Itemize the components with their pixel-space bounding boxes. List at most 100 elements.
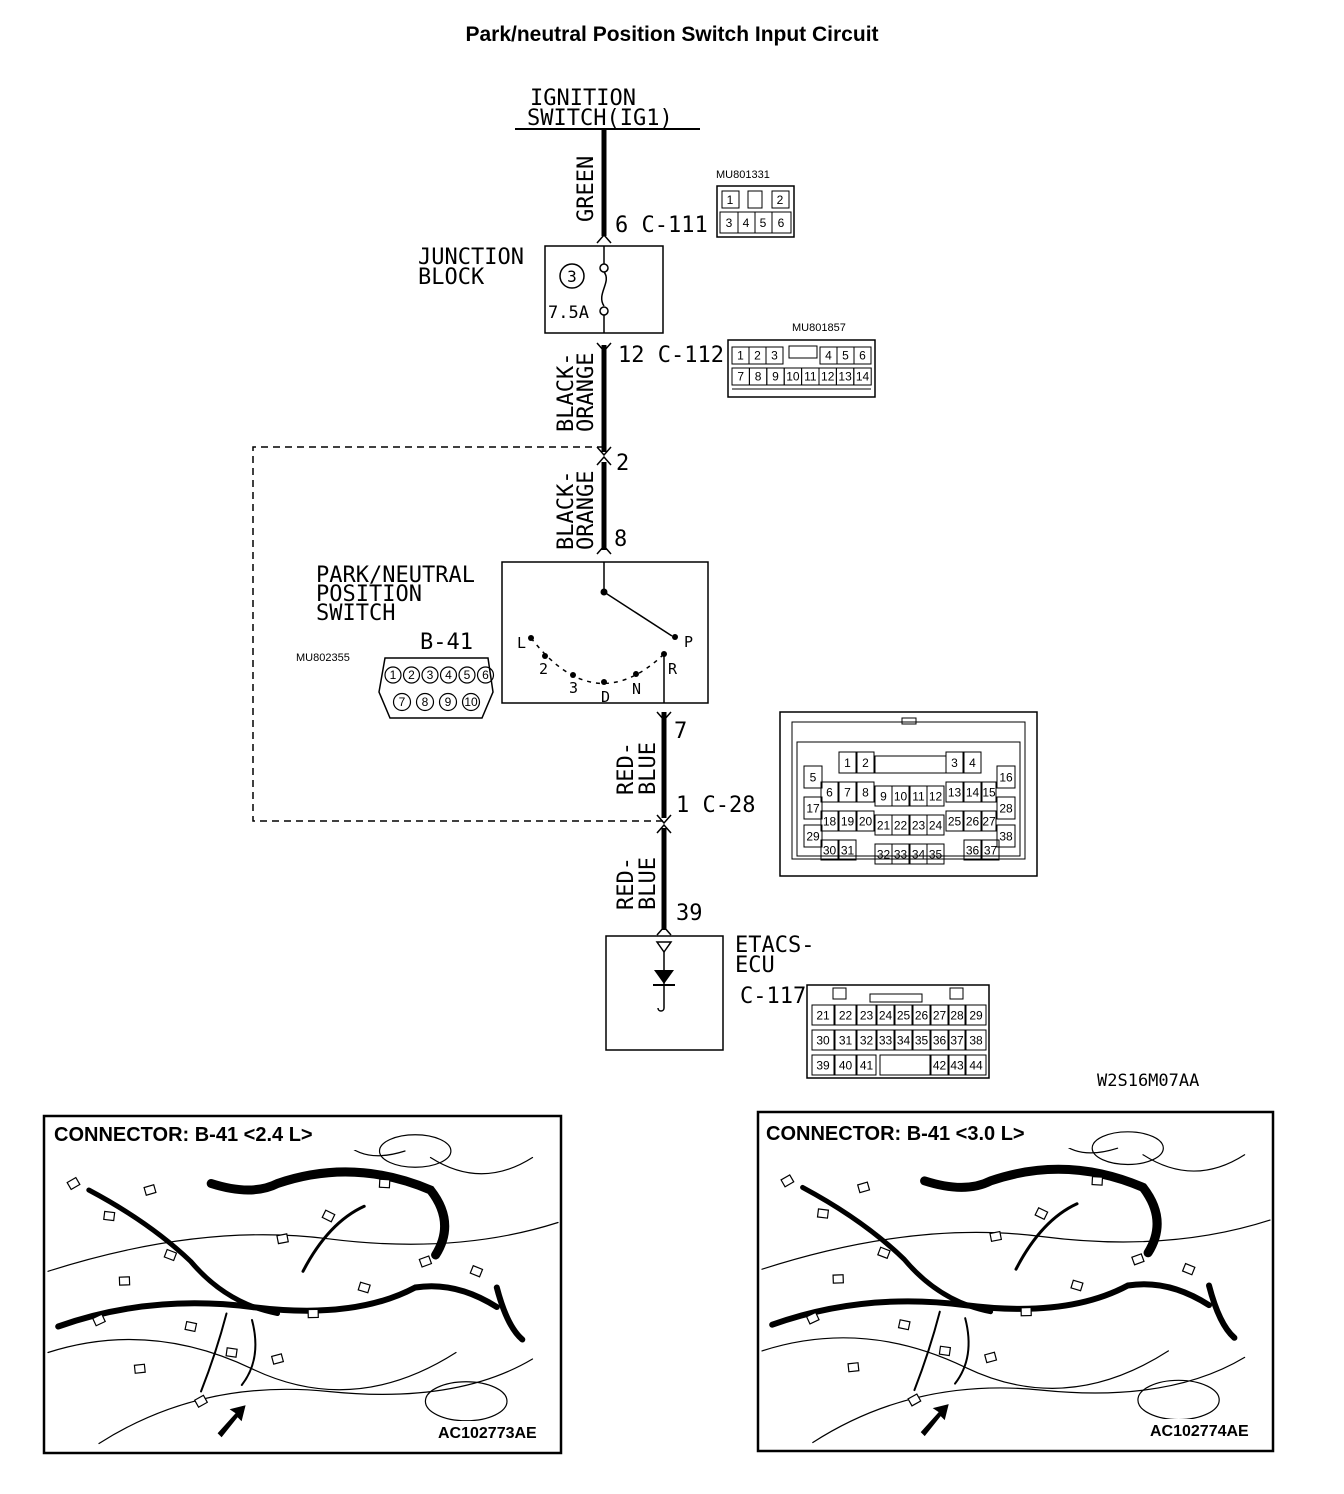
c28-pin-25-cell <box>945 810 964 832</box>
c28-pin-8-cell <box>856 781 875 803</box>
c28-pin-20-cell <box>856 810 875 832</box>
c28-pin-37: 37 <box>984 843 998 857</box>
etacs-label-2: ECU <box>735 953 775 978</box>
c117-pin-25-cell <box>894 1004 913 1026</box>
wire-label-rb2a: RED- <box>614 857 639 910</box>
harness-connector <box>856 1181 871 1194</box>
c117-pin-28: 28 <box>950 1008 964 1022</box>
c112-pin-11: 11 <box>804 370 817 384</box>
chevron-c28b <box>656 823 672 834</box>
b41-pin-circle-1 <box>384 666 402 684</box>
harness-line <box>1206 1282 1238 1341</box>
c117-pin-29: 29 <box>969 1008 983 1022</box>
c117-pin-28-cell <box>948 1004 966 1026</box>
junction-block-label-2: BLOCK <box>418 265 485 290</box>
c28-pin-17-cell <box>803 796 823 820</box>
c117-pin-33: 33 <box>879 1033 893 1047</box>
c28-pin-15-cell <box>981 781 997 803</box>
harness-line <box>761 1219 1271 1270</box>
c28-pin-12-cell <box>926 785 945 807</box>
fuse-element-icon <box>601 271 607 307</box>
switch-arc <box>530 637 665 685</box>
pin-label-8: 8 <box>614 527 627 552</box>
c117-pin-43-cell <box>948 1054 966 1076</box>
chevron-39 <box>656 925 672 936</box>
c117-pin-41-cell <box>856 1054 877 1076</box>
harness-line <box>800 1184 994 1315</box>
pin-label-c112: 12 C-112 <box>618 343 724 368</box>
b41-pin-circle-4 <box>439 666 458 684</box>
diagram-title: Park/neutral Position Switch Input Circu… <box>465 23 878 46</box>
c28-pin-34: 34 <box>912 847 926 861</box>
switch-lever <box>603 591 673 637</box>
harness-connector <box>877 1246 891 1260</box>
etacs-ecu-box <box>605 935 724 1051</box>
c117-pin-27-cell <box>930 1004 949 1026</box>
c112-pin-9: 9 <box>772 370 779 384</box>
c117-pin-37: 37 <box>950 1033 964 1047</box>
c28-pin-28-cell <box>996 796 1016 820</box>
c28-pin-28: 28 <box>999 801 1013 815</box>
c117-pin-21-cell <box>811 1004 835 1026</box>
c28-pin-8: 8 <box>862 785 869 799</box>
pin-label-7: 7 <box>674 719 687 744</box>
c28-pin-5: 5 <box>810 770 817 784</box>
harness-connector <box>103 1210 116 1222</box>
c117-pin-34: 34 <box>897 1033 911 1047</box>
harness-connector <box>184 1320 198 1333</box>
c117-pin-35-cell <box>912 1029 931 1051</box>
c117-pin-26: 26 <box>915 1008 929 1022</box>
c117-pin-22: 22 <box>839 1008 853 1022</box>
harness-line <box>206 1167 450 1260</box>
c117-pin-40: 40 <box>839 1058 853 1072</box>
harness-connector <box>1034 1206 1049 1221</box>
c117-pin-41: 41 <box>860 1058 874 1072</box>
c28-pin-31-cell <box>838 839 857 861</box>
photo-code-right: AC102774AE <box>1150 1423 1249 1440</box>
c117-pin-31-cell <box>834 1029 857 1051</box>
c28-pin-38-cell <box>996 824 1016 848</box>
c112-pin-1: 1 <box>737 349 744 363</box>
harness-connector <box>321 1209 336 1223</box>
c28-pin-11: 11 <box>912 789 925 803</box>
switch-contact-2 <box>542 653 548 659</box>
connector-c111: 1 2 3 4 5 6 <box>716 185 795 238</box>
b41-pin-5: 5 <box>464 668 471 682</box>
pin-label-c111: 6 C-111 <box>615 213 708 238</box>
c28-pin-24: 24 <box>929 818 943 832</box>
c117-pin-24-cell <box>876 1004 895 1026</box>
harness-connector <box>832 1274 844 1284</box>
chevron-2b <box>596 455 612 466</box>
c28-pin-17: 17 <box>806 801 820 815</box>
b41-pin-circle-6 <box>476 666 495 684</box>
c28-pin-37-cell <box>981 839 1000 861</box>
c28-pin-18: 18 <box>823 814 837 828</box>
c117-blank <box>879 1054 931 1076</box>
c117-pin-26-cell <box>912 1004 931 1026</box>
fuse-terminal-top <box>599 263 609 273</box>
pin-label-39: 39 <box>676 901 703 926</box>
b41-pin-10: 10 <box>464 695 478 709</box>
park-switch-label-3: SWITCH <box>316 601 395 626</box>
c28-pin-5-cell <box>803 765 823 789</box>
c117-pin-30: 30 <box>816 1033 830 1047</box>
c117-pin-24: 24 <box>879 1008 893 1022</box>
c28-pin-18-cell <box>820 810 839 832</box>
c112-pin-12: 12 <box>821 370 835 384</box>
harness-connector <box>816 1208 830 1219</box>
b41-pin-8: 8 <box>422 695 429 709</box>
harness-connector <box>1070 1279 1084 1292</box>
fuse-number: 3 <box>567 267 577 286</box>
harness-connector <box>780 1174 795 1188</box>
wire-label-bo1a: BLACK- <box>554 353 579 432</box>
harness-connector <box>989 1230 1003 1243</box>
harness-connector <box>91 1313 107 1327</box>
c117-pin-38-cell <box>965 1029 987 1051</box>
fuse-number-circle <box>559 263 585 289</box>
switch-position-d: D <box>601 688 610 706</box>
b41-pin-circle-5 <box>458 666 476 684</box>
harness-connector <box>1131 1253 1145 1266</box>
